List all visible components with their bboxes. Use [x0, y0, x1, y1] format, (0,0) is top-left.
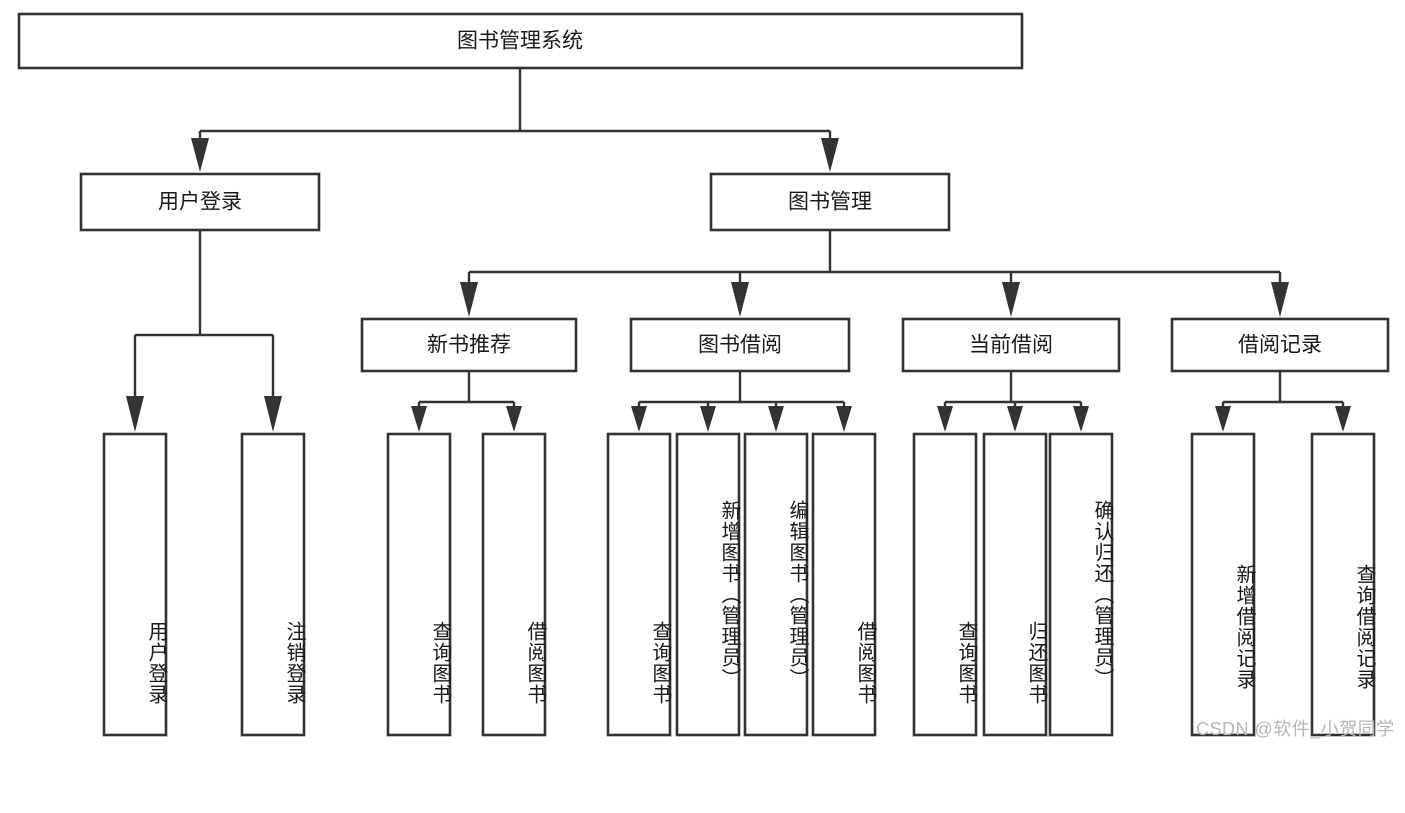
arrowhead-leaf-add-record — [1215, 406, 1231, 432]
arrowhead-leaf-add-book — [700, 406, 716, 432]
arrowhead-leaf-return-book — [1007, 406, 1023, 432]
arrowhead-leaf-query-book-3 — [937, 406, 953, 432]
arrowhead-borrow-record — [1271, 282, 1289, 317]
node-user-login-box[interactable] — [79, 172, 321, 232]
arrowhead-leaf-confirm-return — [1073, 406, 1089, 432]
node-leaf-edit-book-box[interactable] — [743, 432, 809, 737]
arrowhead-leaf-query-record — [1335, 406, 1351, 432]
node-leaf-query-book-1-box[interactable] — [386, 432, 452, 737]
arrowhead-leaf-user-login — [126, 396, 144, 432]
arrowhead-leaf-query-book-2 — [631, 406, 647, 432]
node-root-box[interactable] — [17, 12, 1024, 70]
node-leaf-borrow-book-2-box[interactable] — [811, 432, 877, 737]
arrowhead-new-book-rec — [460, 282, 478, 317]
node-borrow-record-label: 借阅记录 — [1238, 334, 1322, 357]
arrowhead-root-to-user-login — [191, 138, 209, 172]
arrowhead-leaf-edit-book — [768, 406, 784, 432]
node-book-manage-label: 图书管理 — [788, 191, 872, 214]
node-leaf-query-record-box[interactable] — [1310, 432, 1376, 737]
node-user-login-label: 用户登录 — [158, 191, 242, 214]
node-book-borrow-label: 图书借阅 — [698, 334, 782, 357]
node-new-book-rec-label: 新书推荐 — [427, 334, 511, 357]
node-leaf-user-login-box[interactable] — [102, 432, 168, 737]
arrowhead-leaf-logout — [264, 396, 282, 432]
csdn-watermark: CSDN @软件_小贺同学 — [1196, 719, 1395, 739]
node-leaf-confirm-return-box[interactable] — [1048, 432, 1114, 737]
node-root-label: 图书管理系统 — [457, 30, 583, 53]
node-leaf-query-book-3-box[interactable] — [912, 432, 978, 737]
arrowhead-book-borrow — [731, 282, 749, 317]
node-new-book-rec-box[interactable] — [360, 317, 578, 373]
node-leaf-query-book-2-box[interactable] — [606, 432, 672, 737]
node-current-borrow-box[interactable] — [901, 317, 1121, 373]
node-current-borrow-label: 当前借阅 — [969, 334, 1053, 357]
node-leaf-add-book-box[interactable] — [675, 432, 741, 737]
arrowhead-current-borrow — [1002, 282, 1020, 317]
node-leaf-logout-box[interactable] — [240, 432, 306, 737]
flowchart-canvas: 图书管理系统 用户登录 图书管理 新书推荐 图书借阅 当前借阅 借阅记录 用户登… — [17, 12, 1395, 739]
arrowhead-leaf-borrow-book-2 — [836, 406, 852, 432]
node-leaf-add-record-box[interactable] — [1190, 432, 1256, 737]
arrowhead-leaf-borrow-book-1 — [506, 406, 522, 432]
flowchart-svg: 图书管理系统 用户登录 图书管理 新书推荐 图书借阅 当前借阅 借阅记录 — [17, 12, 1390, 737]
node-leaf-return-book-box[interactable] — [982, 432, 1048, 737]
arrowhead-root-to-book-manage — [821, 138, 839, 172]
node-leaf-borrow-book-1-box[interactable] — [481, 432, 547, 737]
arrowhead-leaf-query-book-1 — [411, 406, 427, 432]
